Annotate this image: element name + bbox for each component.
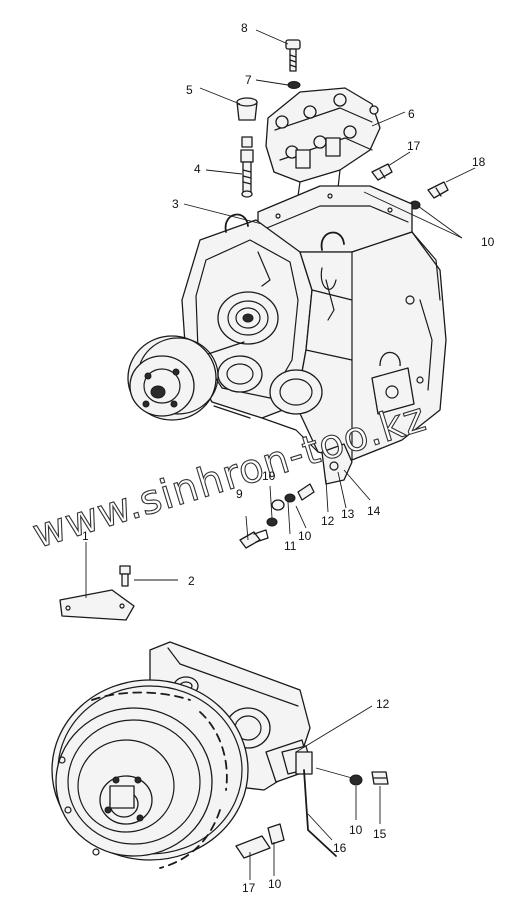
callout-12-mid: 12 bbox=[321, 514, 335, 528]
part-10-washer-d bbox=[271, 499, 285, 511]
callout-14: 14 bbox=[367, 504, 381, 518]
callout-18: 18 bbox=[472, 155, 486, 169]
callout-12-low: 12 bbox=[376, 697, 390, 711]
part-17-bolt-top bbox=[371, 163, 393, 181]
part-7-washer bbox=[287, 81, 301, 89]
callout-13: 13 bbox=[341, 507, 355, 521]
callout-17-top: 17 bbox=[407, 139, 421, 153]
part-18-bolt bbox=[427, 181, 449, 199]
leader-lines bbox=[85, 29, 476, 880]
callout-10-low-b: 10 bbox=[268, 877, 282, 891]
part-4-fitting bbox=[240, 136, 254, 198]
part-10-washer-c bbox=[266, 517, 278, 527]
part-11-nut bbox=[284, 493, 296, 503]
callout-labels: 8 7 5 6 4 17 18 3 10 9 10 11 10 12 13 14… bbox=[82, 21, 495, 895]
callout-4: 4 bbox=[194, 162, 201, 176]
callout-11: 11 bbox=[284, 539, 297, 553]
callout-10-low-a: 10 bbox=[349, 823, 363, 837]
part-10-washer-e bbox=[349, 774, 363, 786]
part-9-bolt bbox=[239, 529, 269, 549]
callout-8: 8 bbox=[241, 21, 248, 35]
part-12-stud bbox=[297, 483, 315, 501]
callout-9: 9 bbox=[236, 487, 243, 501]
callout-10-top: 10 bbox=[481, 235, 495, 249]
callout-5: 5 bbox=[186, 83, 193, 97]
callout-2: 2 bbox=[188, 574, 195, 588]
part-1-cover-plate bbox=[59, 589, 135, 621]
callout-15: 15 bbox=[373, 827, 387, 841]
part-2-bolt bbox=[119, 565, 131, 587]
callout-6: 6 bbox=[408, 107, 415, 121]
part-6-valve-block bbox=[265, 87, 381, 197]
callout-10-mid-b: 10 bbox=[298, 529, 312, 543]
callout-10-mid-a: 10 bbox=[262, 469, 276, 483]
torque-converter-assembly bbox=[51, 641, 337, 869]
part-5-cap bbox=[236, 97, 258, 121]
drive-flange bbox=[127, 335, 251, 421]
part-15-bolt bbox=[371, 771, 389, 785]
callout-1: 1 bbox=[82, 529, 89, 543]
callout-16: 16 bbox=[333, 841, 347, 855]
callout-3: 3 bbox=[172, 197, 179, 211]
callout-17-low: 17 bbox=[242, 881, 256, 895]
part-8-bolt bbox=[285, 39, 301, 72]
callout-7: 7 bbox=[245, 73, 252, 87]
